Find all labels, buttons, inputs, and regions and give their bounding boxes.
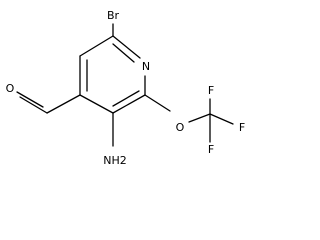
structure-canvas: Br N O F F F O NH2 xyxy=(6,9,246,167)
atom-ether-oxygen: O xyxy=(176,121,185,134)
chemical-structure-diagram: Br N O F F F O NH2 xyxy=(6,9,246,167)
bond-n-c6-outer xyxy=(112,35,141,59)
bond-c2-o xyxy=(144,94,171,112)
atom-bromine: Br xyxy=(107,9,120,22)
bond-cho-o-a xyxy=(19,96,48,114)
bond-cf3-f-right xyxy=(209,113,234,125)
bond-o-cf3 xyxy=(188,113,211,123)
atom-amino-group: NH2 xyxy=(103,154,127,167)
bond-c3-c2-inner xyxy=(112,90,140,107)
bond-c4-c3 xyxy=(79,94,114,114)
bond-cho-o-b xyxy=(16,91,44,108)
atom-fluorine-bottom: F xyxy=(208,143,214,156)
bond-c6-c5 xyxy=(79,35,114,57)
atom-fluorine-top: F xyxy=(208,84,214,97)
bond-n-c6-inner xyxy=(112,43,135,63)
bond-c3-c2-outer xyxy=(112,94,146,114)
atom-fluorine-right: F xyxy=(239,121,245,134)
atom-carbonyl-oxygen: O xyxy=(6,82,15,95)
atom-ring-nitrogen: N xyxy=(142,60,150,73)
bond-c4-cho xyxy=(46,94,81,114)
